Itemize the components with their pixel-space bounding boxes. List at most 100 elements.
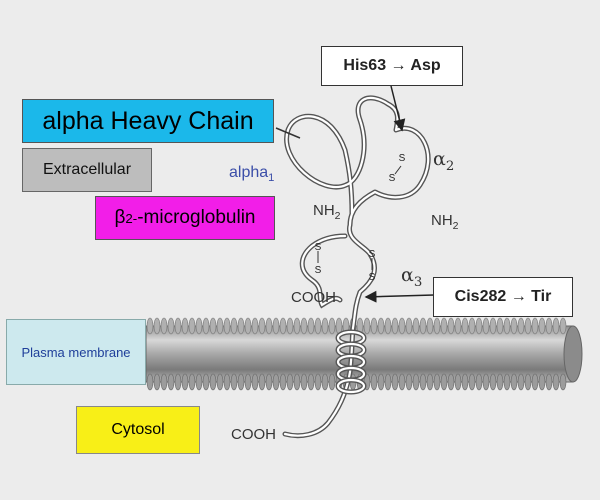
membrane-ridge-top bbox=[510, 317, 518, 335]
heavy-chain-nh2-terminus-label: NH2 bbox=[431, 212, 459, 232]
membrane-ridge-top bbox=[440, 317, 448, 335]
heavy-chain-leader bbox=[275, 127, 301, 139]
membrane-ridge-bottom bbox=[517, 373, 525, 391]
membrane-ridge-bottom bbox=[545, 373, 553, 391]
membrane-ridge-top bbox=[482, 317, 490, 335]
membrane-ridge-top bbox=[181, 317, 189, 335]
disulfide-s-label: S bbox=[369, 272, 376, 283]
membrane-ridge-top bbox=[209, 317, 217, 335]
membrane-ridge-top bbox=[328, 317, 336, 335]
membrane-ridge-bottom bbox=[552, 373, 560, 391]
membrane-ridge-bottom bbox=[286, 373, 294, 391]
membrane-ridge-top bbox=[391, 317, 399, 335]
membrane-ridge-bottom bbox=[328, 373, 336, 391]
membrane-ridge-bottom bbox=[181, 373, 189, 391]
membrane-ridge-top bbox=[251, 317, 259, 335]
disulfide-s-label: S bbox=[369, 249, 376, 260]
membrane-ridge-top bbox=[370, 317, 378, 335]
membrane-ridge-top bbox=[195, 317, 203, 335]
membrane-ridge-top bbox=[538, 317, 546, 335]
membrane-ridge-bottom bbox=[216, 373, 224, 391]
disulfide-bond-alpha3: S S bbox=[369, 249, 376, 283]
membrane-ridge-bottom bbox=[482, 373, 490, 391]
membrane-ridge-bottom bbox=[167, 373, 175, 391]
membrane-ridge-bottom bbox=[251, 373, 259, 391]
beta2-nh2-terminus-label: NH2 bbox=[313, 202, 341, 222]
disulfide-bond-alpha2: S S bbox=[389, 153, 406, 184]
membrane-ridge-top bbox=[160, 317, 168, 335]
membrane-ridge-top bbox=[559, 317, 567, 335]
membrane-ridge-top bbox=[468, 317, 476, 335]
disulfide-bond-beta2: S S bbox=[315, 242, 322, 276]
membrane-ridge-top bbox=[223, 317, 231, 335]
membrane-ridge-bottom bbox=[174, 373, 182, 391]
alpha1-domain-label: alpha1 bbox=[229, 164, 275, 185]
disulfide-s-label: S bbox=[389, 173, 396, 184]
membrane-ridges bbox=[146, 317, 567, 391]
membrane-ridge-bottom bbox=[230, 373, 238, 391]
alpha-heavy-chain-ribbon bbox=[282, 95, 431, 439]
membrane-ridge-bottom bbox=[370, 373, 378, 391]
membrane-ridge-top bbox=[524, 317, 532, 335]
disulfide-s-label: S bbox=[399, 153, 406, 164]
membrane-ridge-top bbox=[230, 317, 238, 335]
membrane-ridge-bottom bbox=[538, 373, 546, 391]
membrane-ridge-bottom bbox=[398, 373, 406, 391]
membrane-ridge-top bbox=[188, 317, 196, 335]
membrane-ridge-bottom bbox=[454, 373, 462, 391]
membrane-ridge-bottom bbox=[202, 373, 210, 391]
membrane-ridge-bottom bbox=[223, 373, 231, 391]
cis282-arrow bbox=[364, 290, 435, 303]
membrane-ridge-top bbox=[265, 317, 273, 335]
membrane-ridge-top bbox=[146, 317, 154, 335]
membrane-ridge-top bbox=[412, 317, 420, 335]
his63-mutation-label: His63 → Asp bbox=[321, 46, 463, 86]
membrane-ridge-top bbox=[405, 317, 413, 335]
membrane-ridge-bottom bbox=[475, 373, 483, 391]
heavy-chain-cooh-terminus-label: COOH bbox=[231, 426, 276, 443]
membrane-ridge-bottom bbox=[468, 373, 476, 391]
membrane-ridge-bottom bbox=[272, 373, 280, 391]
membrane-ridge-bottom bbox=[300, 373, 308, 391]
membrane-ridge-bottom bbox=[314, 373, 322, 391]
membrane-ridge-top bbox=[216, 317, 224, 335]
membrane-ridge-top bbox=[244, 317, 252, 335]
membrane-ridge-bottom bbox=[384, 373, 392, 391]
membrane-ridge-bottom bbox=[559, 373, 567, 391]
membrane-ridge-top bbox=[384, 317, 392, 335]
membrane-ridge-bottom bbox=[405, 373, 413, 391]
membrane-ridge-bottom bbox=[440, 373, 448, 391]
membrane-ridge-top bbox=[321, 317, 329, 335]
cytosol-label: Cytosol bbox=[76, 406, 200, 454]
membrane-ridge-top bbox=[237, 317, 245, 335]
disulfide-s-label: S bbox=[315, 265, 322, 276]
membrane-ridge-top bbox=[454, 317, 462, 335]
membrane-ridge-top bbox=[377, 317, 385, 335]
membrane-ridge-bottom bbox=[461, 373, 469, 391]
membrane-ridge-top bbox=[202, 317, 210, 335]
beta2-microglobulin-ribbon bbox=[299, 233, 348, 309]
membrane-ridge-top bbox=[517, 317, 525, 335]
membrane-ridge-bottom bbox=[209, 373, 217, 391]
membrane-ridge-top bbox=[419, 317, 427, 335]
membrane-ridge-top bbox=[307, 317, 315, 335]
membrane-ridge-top bbox=[314, 317, 322, 335]
disulfide-s-label: S bbox=[315, 242, 322, 253]
membrane-ridge-bottom bbox=[447, 373, 455, 391]
membrane-ridge-bottom bbox=[195, 373, 203, 391]
membrane-ridge-bottom bbox=[503, 373, 511, 391]
membrane-ridge-bottom bbox=[496, 373, 504, 391]
plasma-membrane-label: Plasma membrane bbox=[6, 319, 146, 385]
membrane-ridge-top bbox=[286, 317, 294, 335]
membrane-ridge-top bbox=[433, 317, 441, 335]
membrane-ridge-top bbox=[447, 317, 455, 335]
membrane-ridge-bottom bbox=[265, 373, 273, 391]
helix-turn bbox=[336, 378, 366, 394]
membrane-ridge-top bbox=[461, 317, 469, 335]
beta-subscript: 2- bbox=[125, 210, 138, 226]
beta-symbol: β bbox=[114, 207, 126, 228]
membrane-ridge-bottom bbox=[531, 373, 539, 391]
membrane-ridge-bottom bbox=[377, 373, 385, 391]
